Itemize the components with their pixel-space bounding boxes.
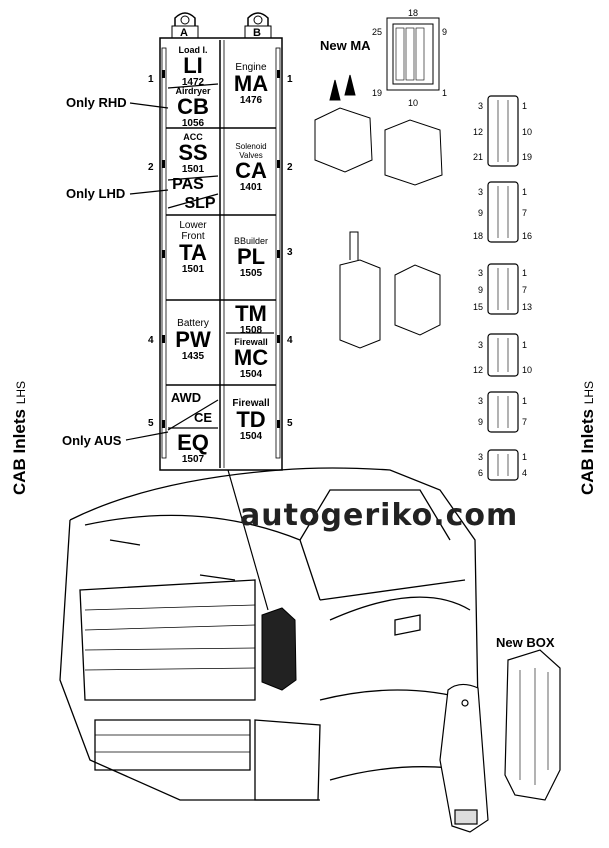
new-ma-pin-19: 19 [372,88,383,98]
column-tab-b [244,12,272,41]
truck-illustration [59,467,481,821]
fuse-cell-ta: Lower Front TA 1501 [179,220,207,275]
fuse-cell-pl: BBuilder PL 1505 [233,236,269,279]
fuse-cell-ca: Solenoid Valves CA 1401 [235,142,267,193]
callout-only-lhd: Only LHD [66,186,126,201]
new-ma-pin-18: 18 [408,8,419,18]
new-box-parts [439,649,561,833]
fuse-cell-eq: EQ 1507 [177,430,209,466]
truck-fuse-box [261,607,297,691]
row-number-right-2: 2 [287,162,293,173]
watermark-text: autogeriko.com [240,498,519,533]
new-ma-parts [314,74,443,349]
new-ma-connector [386,17,440,91]
fuse-cell-cb: Airdryer CB 1056 [175,86,211,129]
callout-only-rhd: Only RHD [66,95,127,110]
row-number-right-5: 5 [287,418,293,429]
fuse-cell-mc: Firewall MC 1504 [233,337,269,380]
new-ma-pin-9: 9 [442,27,448,37]
row-number-right-1: 1 [287,74,293,85]
fuse-cell-pas: PAS [172,176,204,193]
fuse-cell-td: Firewall TD 1504 [232,398,270,442]
fuse-cell-ss: ACC SS 1501 [178,132,208,175]
connector-icons [487,95,519,481]
new-ma-pin-10: 10 [408,98,419,108]
fuse-cell-ce: CE [193,410,213,425]
new-ma-pin-1: 1 [442,88,448,98]
fuse-box-frame [159,37,283,471]
fuse-cell-li: Load I. LI 1472 [178,45,208,88]
fuse-cell-awd: AWD [170,390,202,405]
fuse-cell-tm: TM 1508 [235,301,267,337]
new-ma-pin-25: 25 [372,27,383,37]
row-number-left-5: 5 [148,418,154,429]
column-label-a: A [180,27,188,39]
callout-only-aus: Only AUS [62,433,122,448]
row-number-right-3: 3 [287,247,293,258]
fuse-cell-slp: SLP [184,195,216,212]
row-number-left-4: 4 [148,335,154,346]
callout-new-ma: New MA [320,38,371,53]
fuse-cell-pw: Battery PW 1435 [175,318,211,362]
fuse-cell-ma: Engine MA 1476 [233,62,269,106]
row-number-right-4: 4 [287,335,293,346]
column-label-b: B [253,27,261,39]
row-number-left-2: 2 [148,162,154,173]
row-number-left-1: 1 [148,74,154,85]
callout-new-box: New BOX [496,635,555,650]
